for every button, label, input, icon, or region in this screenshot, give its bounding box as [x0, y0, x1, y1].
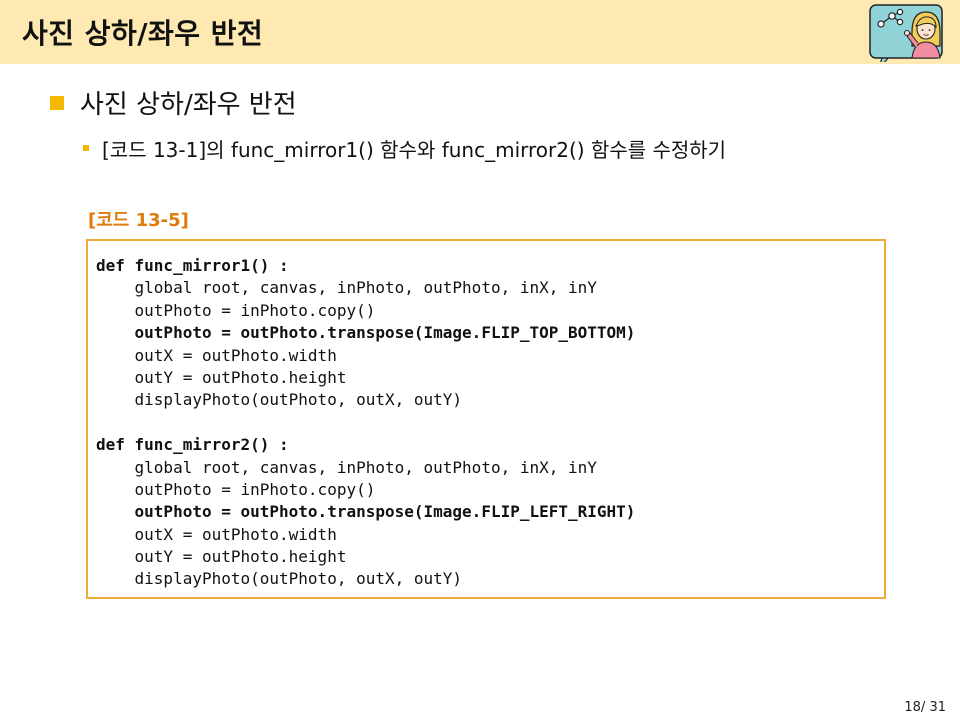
code-line: outPhoto = inPhoto.copy(): [96, 479, 376, 499]
code-line: outPhoto = outPhoto.transpose(Image.FLIP…: [96, 323, 636, 343]
code-line: outPhoto = outPhoto.transpose(Image.FLIP…: [96, 502, 636, 522]
code-line: displayPhoto(outPhoto, outX, outY): [96, 390, 463, 410]
code-line: def func_mirror1() :: [96, 256, 289, 275]
code-line: outY = outPhoto.height: [96, 367, 347, 387]
section-heading: 사진 상하/좌우 반전: [80, 90, 297, 120]
presenter-girl-icon: [868, 2, 948, 72]
code-line: outX = outPhoto.width: [96, 345, 337, 365]
bullet-square-icon: [50, 96, 64, 110]
code-line: global root, canvas, inPhoto, outPhoto, …: [96, 278, 597, 298]
code-line: displayPhoto(outPhoto, outX, outY): [96, 569, 463, 589]
code-line: outPhoto = inPhoto.copy(): [96, 300, 376, 320]
code-line: outY = outPhoto.height: [96, 547, 347, 567]
code-listing: def func_mirror1() : global root, canvas…: [96, 255, 635, 591]
code-line: outX = outPhoto.width: [96, 524, 337, 544]
title-bar: 사진 상하/좌우 반전: [0, 0, 960, 72]
code-line: global root, canvas, inPhoto, outPhoto, …: [96, 457, 597, 477]
code-caption: [코드 13-5]: [88, 210, 189, 231]
section-subheading: [코드 13-1]의 func_mirror1() 함수와 func_mirro…: [102, 138, 727, 162]
page-number: 18/ 31: [904, 700, 946, 715]
bullet-small-square-icon: [83, 145, 89, 151]
code-block: def func_mirror1() : global root, canvas…: [86, 239, 886, 599]
code-line: [96, 412, 635, 434]
slide-title: 사진 상하/좌우 반전: [22, 17, 264, 50]
code-line: def func_mirror2() :: [96, 435, 289, 455]
